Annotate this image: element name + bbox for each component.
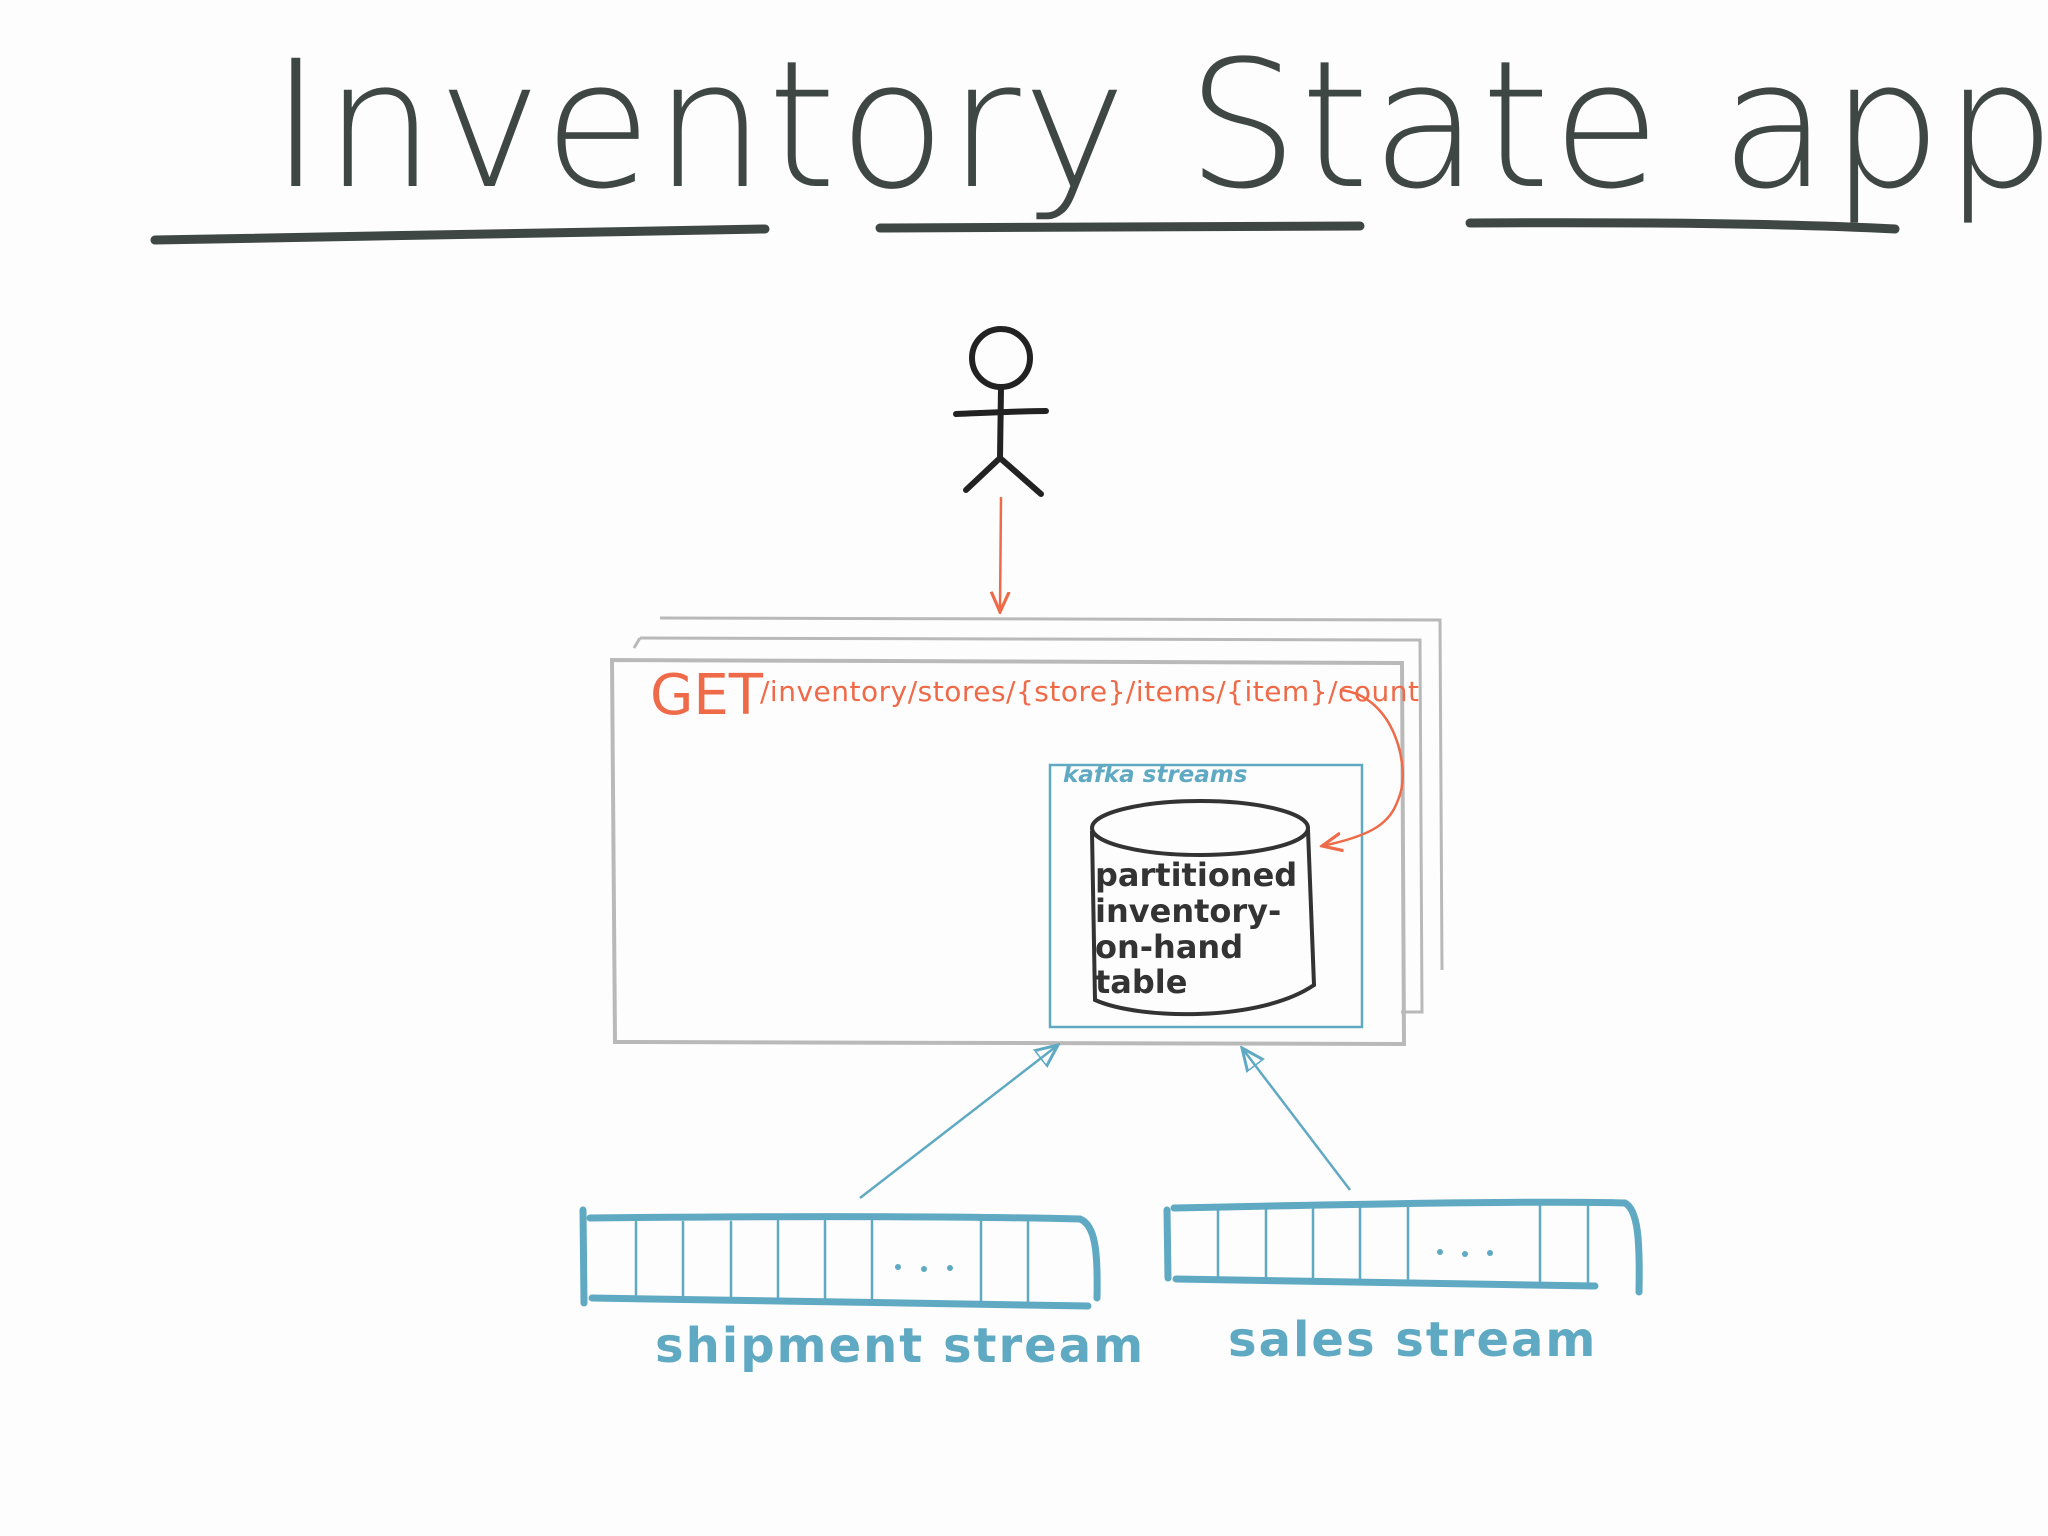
sales-stream-buffer bbox=[1163, 1198, 1643, 1296]
diagram-title: Inventory State application bbox=[270, 23, 2048, 228]
sales-stream-label: sales stream bbox=[1228, 1312, 1598, 1368]
shipment-stream-label: shipment stream bbox=[655, 1318, 1146, 1374]
inventory-table-label: partitioned inventory-on-hand table bbox=[1095, 856, 1298, 1002]
kafka-streams-label: kafka streams bbox=[1063, 762, 1248, 788]
request-arrow bbox=[1000, 496, 1001, 612]
kafka-streams-box bbox=[1048, 763, 1364, 1029]
shipment-arrow bbox=[859, 1045, 1058, 1199]
shipment-stream-buffer bbox=[579, 1206, 1101, 1310]
sales-arrow bbox=[1242, 1048, 1351, 1191]
query-arrow bbox=[1322, 688, 1404, 846]
app-instance-stack bbox=[609, 616, 1444, 1047]
title-underline bbox=[150, 218, 1900, 245]
endpoint-path-label: /inventory/stores/{store}/items/{item}/c… bbox=[760, 675, 1420, 708]
user-icon bbox=[953, 326, 1049, 497]
inventory-table-icon bbox=[1090, 799, 1316, 1017]
http-method-label: GET bbox=[650, 663, 763, 728]
